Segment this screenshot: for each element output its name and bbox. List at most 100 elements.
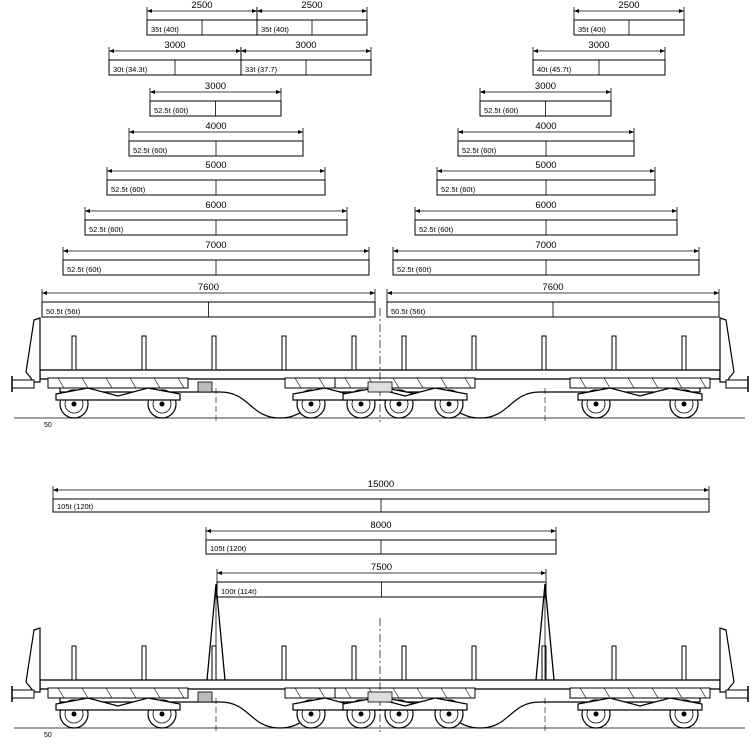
load-label: 52.5t (60t) bbox=[111, 185, 146, 194]
arrow-left-icon bbox=[574, 9, 579, 13]
bogie-detail bbox=[392, 687, 400, 699]
length-label: 4000 bbox=[205, 121, 226, 132]
arrow-right-icon bbox=[606, 90, 611, 94]
bogie-detail bbox=[579, 377, 587, 389]
stanchion bbox=[611, 335, 617, 371]
load-bar-9: 4000 52.5t (60t) bbox=[457, 121, 635, 157]
bogie-detail bbox=[603, 687, 611, 699]
wagon-top: 50 bbox=[11, 308, 749, 429]
length-label: 2500 bbox=[191, 0, 212, 11]
hatched-block bbox=[197, 691, 213, 703]
stanchion bbox=[351, 335, 357, 371]
bogie-detail bbox=[699, 377, 707, 389]
arrow-right-icon bbox=[551, 529, 556, 533]
arrow-right-icon bbox=[679, 9, 684, 13]
length-label: 7500 bbox=[371, 562, 392, 573]
bogie-detail bbox=[57, 377, 65, 389]
bogie-detail bbox=[129, 377, 137, 389]
arrow-right-icon bbox=[362, 9, 367, 13]
load-label: 105t (120t) bbox=[57, 502, 94, 511]
arrow-right-icon bbox=[541, 571, 546, 575]
stanchion bbox=[281, 645, 287, 681]
stanchion bbox=[611, 645, 617, 681]
stanchion bbox=[211, 645, 217, 681]
bogie-detail bbox=[440, 687, 448, 699]
bogie-detail bbox=[344, 377, 352, 389]
length-label: 2500 bbox=[618, 0, 639, 11]
arrow-left-icon bbox=[109, 49, 114, 53]
coupling-block bbox=[367, 381, 393, 393]
bogie-detail bbox=[81, 377, 89, 389]
buffer-right bbox=[725, 689, 749, 699]
stanchion bbox=[471, 335, 477, 371]
wagon-bottom: 50 bbox=[11, 583, 749, 739]
load-label: 52.5t (60t) bbox=[154, 106, 189, 115]
axle bbox=[71, 711, 77, 717]
axle bbox=[396, 711, 402, 717]
bogie-detail bbox=[627, 377, 635, 389]
load-label: 52.5t (60t) bbox=[462, 146, 497, 155]
arrow-left-icon bbox=[387, 291, 392, 295]
length-label: 2500 bbox=[301, 0, 322, 11]
load-label: 35t (40t) bbox=[261, 25, 289, 34]
load-bar-3: 3000 30t (34.3t) bbox=[108, 40, 242, 76]
bogie-detail bbox=[129, 687, 137, 699]
length-label: 7000 bbox=[205, 240, 226, 251]
bogie-frame bbox=[55, 387, 181, 401]
arrow-right-icon bbox=[672, 209, 677, 213]
stanchion bbox=[141, 645, 147, 681]
bogie-detail bbox=[294, 687, 302, 699]
axle bbox=[681, 711, 687, 717]
bogie-frame bbox=[577, 697, 703, 711]
arrow-right-icon bbox=[236, 49, 241, 53]
load-bar-0: 2500 35t (40t) bbox=[146, 0, 258, 36]
load-label: 35t (40t) bbox=[151, 25, 179, 34]
rail-mark: 50 bbox=[44, 422, 52, 429]
stanchion bbox=[681, 335, 687, 371]
load-label: 35t (40t) bbox=[578, 25, 606, 34]
stanchion bbox=[211, 335, 217, 371]
load-label: 100t (114t) bbox=[221, 587, 257, 596]
length-label: 3000 bbox=[535, 81, 556, 92]
axle bbox=[159, 401, 165, 407]
load-label: 50.5t (56t) bbox=[391, 307, 426, 316]
length-label: 4000 bbox=[535, 121, 556, 132]
load-label: 52.5t (60t) bbox=[133, 146, 168, 155]
arrow-left-icon bbox=[480, 90, 485, 94]
buffer-right bbox=[725, 379, 749, 389]
bogie-bolster bbox=[47, 377, 189, 389]
load-label: 30t (34.3t) bbox=[113, 65, 148, 74]
bogie-detail bbox=[57, 687, 65, 699]
arrow-right-icon bbox=[298, 130, 303, 134]
bogie-bolster bbox=[569, 687, 711, 699]
arrow-right-icon bbox=[320, 169, 325, 173]
buffer-left bbox=[11, 689, 35, 699]
load-bar-8: 4000 52.5t (60t) bbox=[128, 121, 304, 157]
load-label: 52.5t (60t) bbox=[397, 265, 432, 274]
arrow-right-icon bbox=[650, 169, 655, 173]
arrow-left-icon bbox=[150, 90, 155, 94]
axle bbox=[681, 401, 687, 407]
buffer-left bbox=[11, 379, 35, 389]
arrow-left-icon bbox=[42, 291, 47, 295]
end-wall-right bbox=[719, 627, 735, 693]
bogie-frame bbox=[577, 387, 703, 401]
bogie-detail bbox=[177, 687, 185, 699]
arrow-left-icon bbox=[458, 130, 463, 134]
arrow-left-icon bbox=[533, 49, 538, 53]
stanchion bbox=[541, 645, 547, 681]
length-label: 7600 bbox=[198, 282, 219, 293]
length-label: 3000 bbox=[295, 40, 316, 51]
bogie-detail bbox=[440, 377, 448, 389]
length-label: 3000 bbox=[588, 40, 609, 51]
load-label: 52.5t (60t) bbox=[441, 185, 476, 194]
bogie-detail bbox=[105, 377, 113, 389]
coupling-block bbox=[367, 691, 393, 703]
load-label: 52.5t (60t) bbox=[89, 225, 124, 234]
length-label: 3000 bbox=[164, 40, 185, 51]
arrow-right-icon bbox=[704, 488, 709, 492]
